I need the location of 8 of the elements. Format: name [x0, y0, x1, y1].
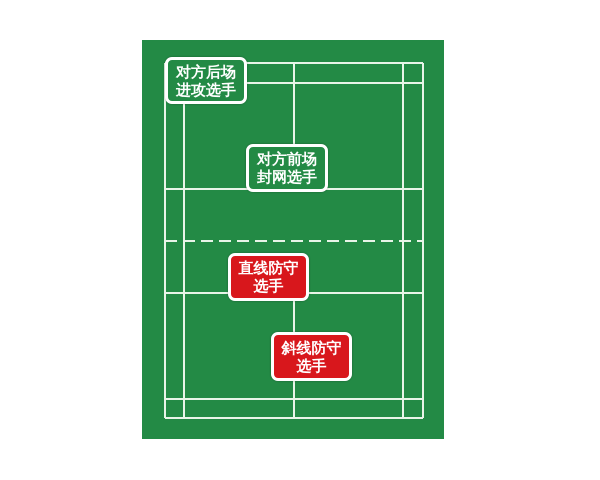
opponent-label-box [165, 57, 247, 104]
opponent-label-box [246, 144, 328, 192]
player-role-text: 对方前场封网选手 [257, 150, 317, 186]
player-role-text: 对方后场进攻选手 [176, 62, 236, 98]
defender-label-box [228, 253, 309, 301]
player-role-text: 直线防守选手 [238, 259, 298, 295]
defender-label-box [271, 332, 352, 381]
player-role-text: 斜线防守选手 [282, 338, 342, 374]
